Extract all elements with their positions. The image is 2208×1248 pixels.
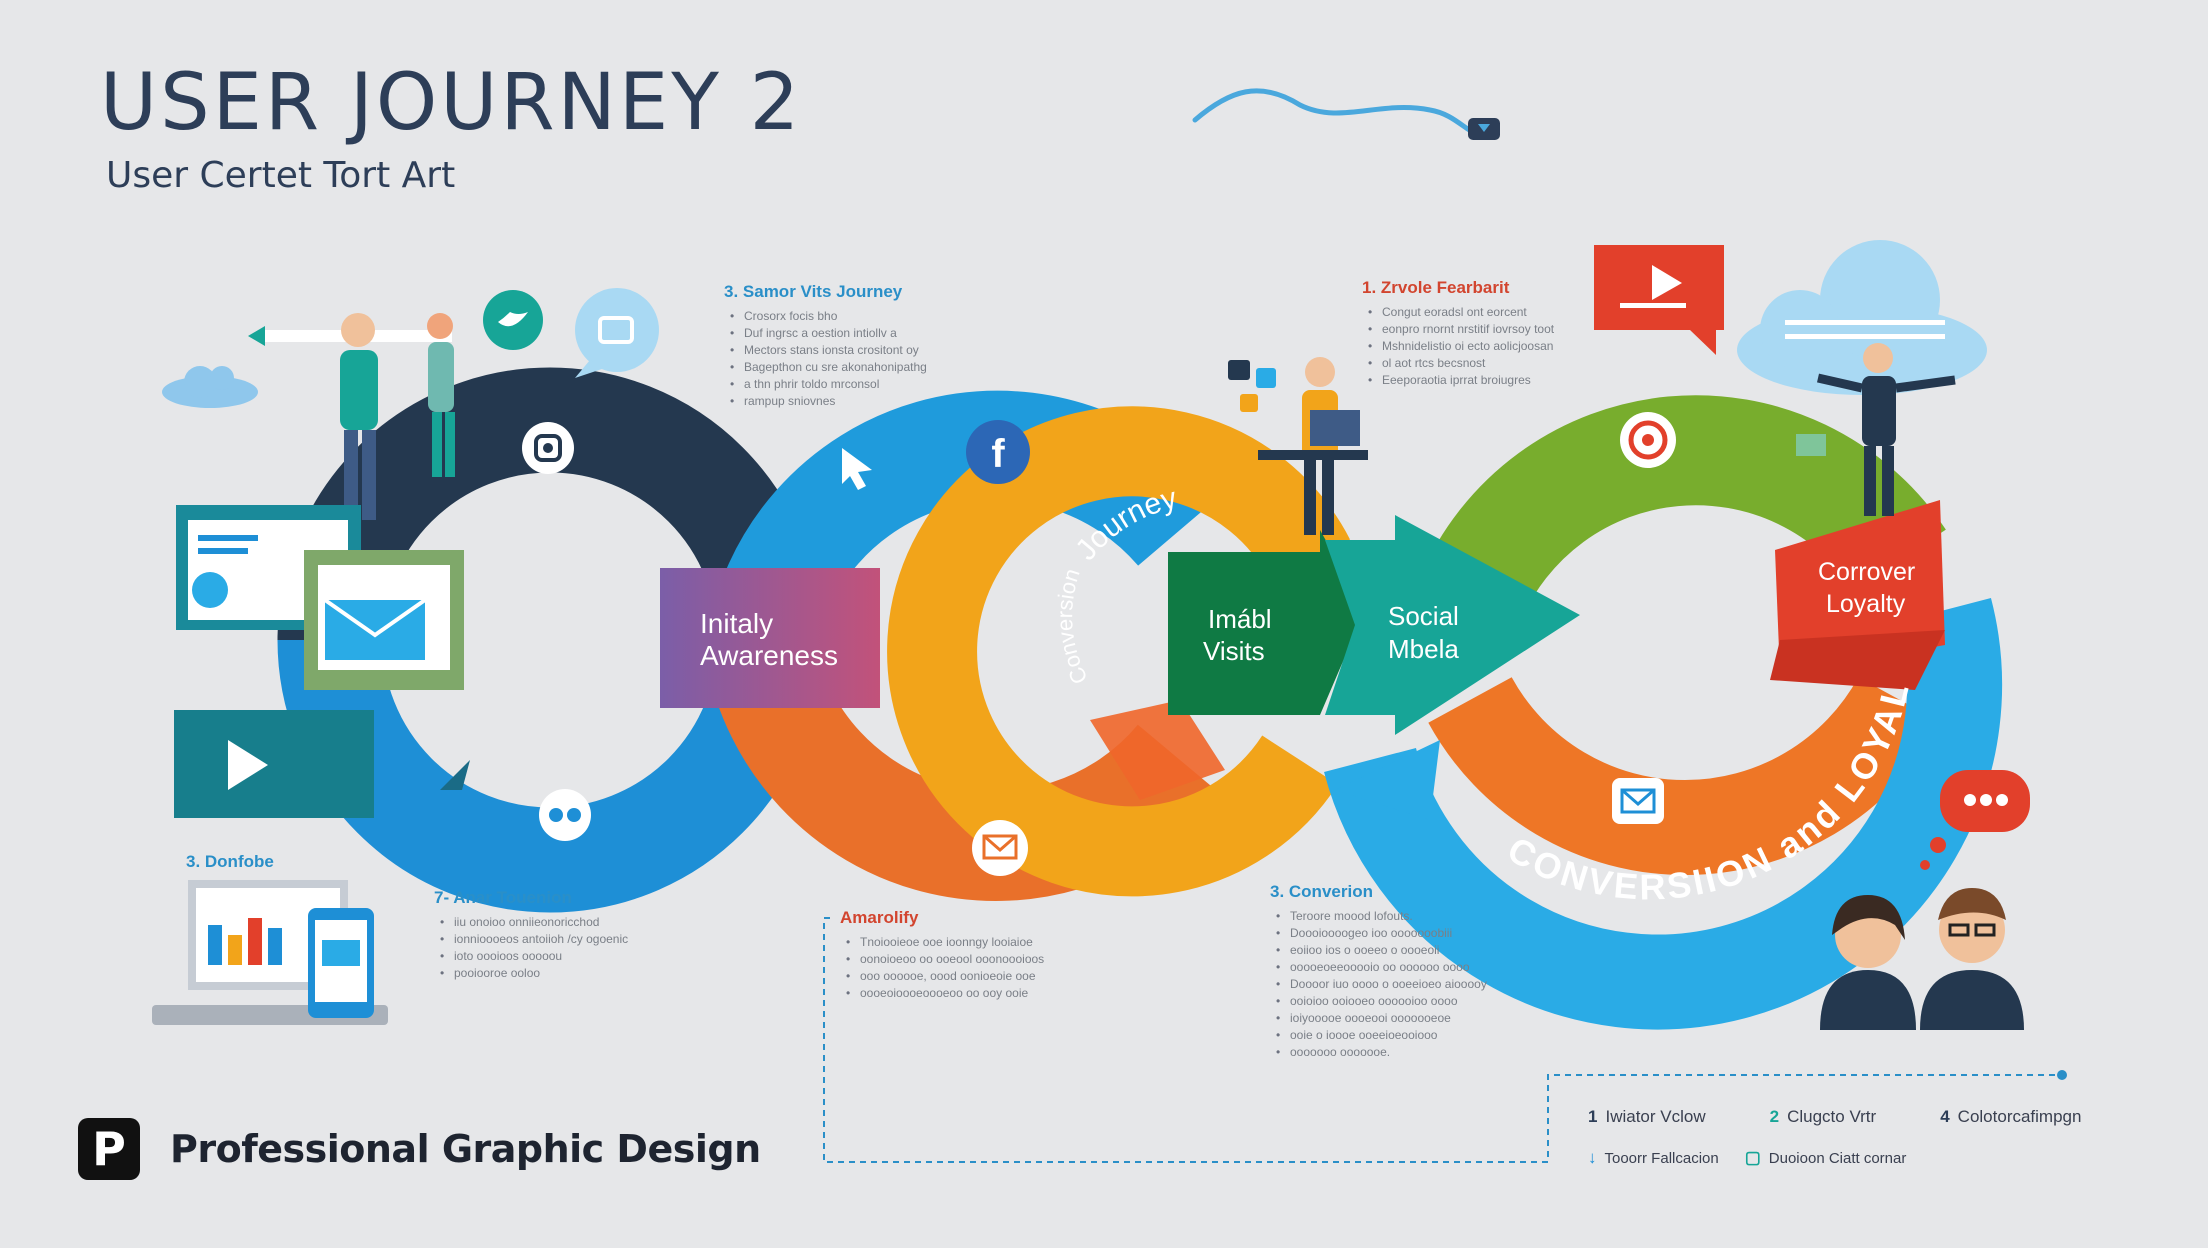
note-line: Mshnidelistio oi ecto aolicjoosan: [1368, 338, 1554, 355]
note-line: Eeeporaotia iprrat broiugres: [1368, 372, 1554, 389]
speech-bubble-icon: [1920, 770, 2030, 870]
note-line: Crosorx focis bho: [730, 308, 927, 325]
note-annual: Amarolify Tnoiooieoe ooe ioonngy looiaio…: [840, 908, 1044, 1002]
instagram-icon: [522, 422, 574, 474]
decorative-squiggle: [1192, 88, 1500, 140]
play-banner: [174, 710, 374, 818]
twitter-icon: [483, 290, 543, 350]
arc-conversion-label: Conversion: [1052, 566, 1093, 689]
note-line: oooeoioooeoooeoo oo ooy ooie: [846, 985, 1044, 1002]
note-line: eonpro rnornt nrstitif iovrsoy toot: [1368, 321, 1554, 338]
note-conversion-title: 3. Converion: [1270, 882, 1373, 901]
stage-awareness-label-1: Initaly: [700, 608, 773, 639]
note-line: ooioioo ooiooeo oooooioo oooo: [1276, 993, 1487, 1010]
cursor-icon: [842, 448, 872, 490]
arrow-small-icon: [440, 760, 470, 790]
dashed-connector: [823, 917, 2062, 1163]
legend-item: ↓Tooorr Fallcacion: [1588, 1148, 1719, 1167]
page-subtitle: User Certet Tort Art: [106, 155, 456, 196]
note-line: rampup sniovnes: [730, 393, 927, 410]
note-line: iiu onoioo onniieonoricchod: [440, 914, 628, 931]
note-line: oonoioeoo oo ooeool ooonoooioos: [846, 951, 1044, 968]
note-line: Teroore moood lofouts.: [1276, 908, 1487, 925]
dots-icon: [539, 789, 591, 841]
note-line: ooo oooooe, oood oonioeoie ooe: [846, 968, 1044, 985]
note-line: ionnioooeos antoiioh /cy ogoenic: [440, 931, 628, 948]
note-line: ooooooo ooooooe.: [1276, 1044, 1487, 1061]
note-line: ol aot rtcs becsnost: [1368, 355, 1554, 372]
email-icon-2: [1612, 778, 1664, 824]
stage-loyalty-label-2: Loyalty: [1826, 590, 1906, 618]
businessman-illustration: [1796, 343, 1956, 516]
note-social: 1. Zrvole Fearbarit Congut eoradsl ont e…: [1362, 278, 1554, 389]
note-line: ioto oooioos ooooou: [440, 948, 628, 965]
note-conversion: 3. Converion Teroore moood lofouts. Dooo…: [1270, 882, 1487, 1061]
note-line: a thn phrir toldo mrconsol: [730, 376, 927, 393]
pinterest-icon: [1620, 412, 1676, 468]
ring-journey: [887, 406, 1350, 897]
stage-awareness-box: [660, 568, 880, 708]
svg-text:f: f: [991, 432, 1005, 476]
note-line: Duf ingrsc a oestion intiollv a: [730, 325, 927, 342]
brand-logo-icon: P: [78, 1118, 140, 1180]
legend-item: ▢Duoioon Ciatt cornar: [1744, 1148, 1907, 1167]
note-search: 3. Samor Vits Journey Crosorx focis bho …: [724, 282, 927, 410]
cloud-icon-left: [162, 366, 258, 408]
brand: P Professional Graphic Design: [78, 1118, 761, 1180]
brand-text: Professional Graphic Design: [170, 1127, 761, 1171]
note-line: ooie o ioooe ooeeioeooiooo: [1276, 1027, 1487, 1044]
browser-window-illustration: [176, 505, 464, 690]
page-title: USER JOURNEY 2: [100, 58, 803, 148]
note-line: Congut eoradsl ont eorcent: [1368, 304, 1554, 321]
laptop-phone-illustration: [152, 880, 388, 1025]
stage-loyalty-label-1: Corrover: [1818, 558, 1915, 586]
note-device-title: 3. Donfobe: [186, 852, 274, 871]
note-touch-title: 7- Anar Touenion: [434, 888, 572, 907]
stage-social-arrow: [1325, 515, 1580, 735]
stage-social-label-1: Social: [1388, 601, 1459, 631]
note-line: ioiyooooe oooeooi ooooooeoe: [1276, 1010, 1487, 1027]
legend-row-2: ↓Tooorr Fallcacion ▢Duoioon Ciatt cornar: [1588, 1148, 1906, 1168]
note-line: Doooor iuo oooo o ooeeioeo aiooooy: [1276, 976, 1487, 993]
chat-bubble-icon: [575, 288, 659, 378]
note-line: Bagepthon cu sre akonahonipathg: [730, 359, 927, 376]
people-illustration-left: [248, 313, 455, 520]
note-touch: 7- Anar Touenion iiu onoioo onniieonoric…: [434, 888, 628, 982]
stage-awareness-label-2: Awareness: [700, 640, 838, 671]
stage-social-label-2: Mbela: [1388, 634, 1459, 664]
note-line: Doooioooogeo ioo ooooooobiii: [1276, 925, 1487, 942]
stage-loyalty-banner: [1770, 500, 1945, 690]
note-line: ooooeoeeooooio oo oooooo oooo: [1276, 959, 1487, 976]
stage-visits-label-1: Imábl: [1208, 604, 1272, 634]
download-icon: ↓: [1588, 1148, 1597, 1167]
note-annual-title: Amarolify: [840, 908, 919, 927]
note-search-title: 3. Samor Vits Journey: [724, 282, 903, 301]
note-line: Mectors stans ionsta crositont oy: [730, 342, 927, 359]
person-at-desk-illustration: [1228, 357, 1368, 535]
cloud-icon-right: [1737, 240, 1987, 395]
box-icon: ▢: [1744, 1148, 1761, 1167]
avatar-woman: [1820, 895, 1916, 1030]
email-icon: [972, 820, 1028, 876]
note-line: Tnoiooieoe ooe ioonngy looiaioe: [846, 934, 1044, 951]
note-line: pooiooroe ooloo: [440, 965, 628, 982]
facebook-icon: f: [966, 420, 1030, 484]
note-line: eoiioo ios o ooeeo o oooeoii: [1276, 942, 1487, 959]
note-social-title: 1. Zrvole Fearbarit: [1362, 278, 1510, 297]
video-play-icon: [1594, 245, 1724, 355]
note-device: 3. Donfobe: [186, 852, 274, 872]
stage-visits-block: [1168, 530, 1365, 715]
stage-visits-label-2: Visits: [1203, 636, 1265, 666]
avatar-man: [1920, 888, 2024, 1030]
